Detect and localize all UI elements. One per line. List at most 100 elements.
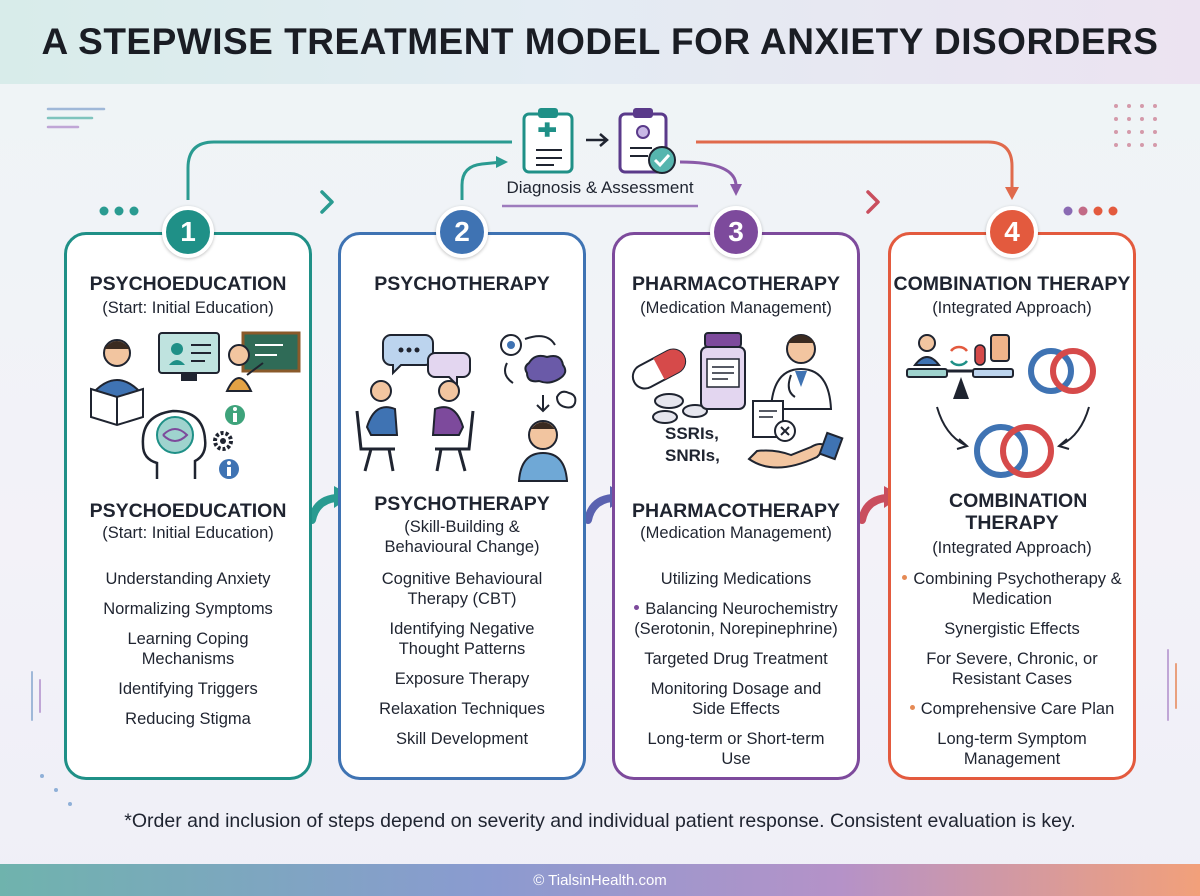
bullet-dot xyxy=(634,605,640,611)
list-item: Exposure Therapy xyxy=(394,670,530,688)
pill-capsule-icon xyxy=(631,348,708,424)
copyright-text: © TialsinHealth.com xyxy=(533,871,667,889)
step-1-section-title: PSYCHOEDUCATION xyxy=(89,500,287,522)
chevron-icon-1 xyxy=(320,190,334,214)
list-item: Targeted Drug Treatment xyxy=(644,650,828,668)
flow-connectors xyxy=(31,104,1177,806)
header-banner: A STEPWISE TREATMENT MODEL FOR ANXIETY D… xyxy=(0,0,1200,84)
list-item-text: Comprehensive Care Plan xyxy=(920,700,1115,718)
interlocking-rings-icon xyxy=(974,348,1096,478)
step-2-section-title: PSYCHOTHERAPY xyxy=(374,493,550,515)
step-1-item-list: Understanding Anxiety Normalizing Sympto… xyxy=(77,569,299,739)
step-4-section-subtitle: (Integrated Approach) xyxy=(932,539,1092,557)
step-3-section-title: PHARMACOTHERAPY xyxy=(631,500,840,522)
step-arrow-2-3 xyxy=(584,494,616,524)
step-4-item-list: Combining Psychotherapy & Medication Syn… xyxy=(901,569,1123,779)
medication-illustration xyxy=(631,332,844,469)
balance-scale-icon xyxy=(906,334,1014,399)
step-1-badge: 1 xyxy=(162,206,214,258)
step-4-badge: 4 xyxy=(986,206,1038,258)
connector-diagnosis-to-step3 xyxy=(679,160,738,187)
cycle-arrows-icon xyxy=(936,406,1090,450)
step-1-section-subtitle: (Start: Initial Education) xyxy=(102,524,274,542)
step-card-1: PSYCHOEDUCATION (Start: Initial Educatio… xyxy=(64,232,312,780)
step-4-header-title: COMBINATION THERAPY xyxy=(893,273,1131,295)
list-item: Balancing Neurochemistry (Serotonin, Nor… xyxy=(625,599,847,639)
step-card-2: PSYCHOTHERAPY xyxy=(338,232,586,780)
list-item: Utilizing Medications xyxy=(660,570,812,588)
teacher-icon xyxy=(225,331,301,392)
list-item: Monitoring Dosage and Side Effects xyxy=(650,680,822,718)
decor-side-lines xyxy=(31,649,1177,806)
thought-cycle-icon xyxy=(500,334,567,384)
list-item: Normalizing Symptoms xyxy=(103,600,273,618)
step-card-4: COMBINATION THERAPY (Integrated Approach… xyxy=(888,232,1136,780)
decor-dots-right xyxy=(1063,206,1118,216)
connector-step2-to-diagnosis xyxy=(460,160,503,200)
speech-bubble-icon xyxy=(382,334,471,388)
list-item: Long-term or Short-term Use xyxy=(647,730,825,768)
list-item: Identifying Triggers xyxy=(118,680,258,698)
pill-bottle-icon xyxy=(700,332,746,410)
step-arrow-1-2 xyxy=(308,494,340,524)
step-arrow-3-4 xyxy=(858,494,890,524)
list-item: Combining Psychotherapy & Medication xyxy=(901,569,1123,609)
list-item: Relaxation Techniques xyxy=(379,700,545,718)
connector-diagnosis-to-step4 xyxy=(696,140,1014,190)
list-item: Reducing Stigma xyxy=(125,710,251,728)
list-item: For Severe, Chronic, or Resistant Cases xyxy=(926,650,1098,688)
step-2-item-list: Cognitive Behavioural Therapy (CBT) Iden… xyxy=(351,569,573,759)
step-2-badge: 2 xyxy=(436,206,488,258)
step-3-section-subtitle: (Medication Management) xyxy=(640,524,832,542)
list-item: Skill Development xyxy=(395,730,529,748)
gear-icon xyxy=(213,431,233,451)
step-4-header-subtitle: (Integrated Approach) xyxy=(932,299,1092,317)
page-title: A STEPWISE TREATMENT MODEL FOR ANXIETY D… xyxy=(41,21,1159,62)
therapy-illustration xyxy=(355,334,577,482)
connector-step1-to-diagnosis xyxy=(186,140,512,200)
brain-head-icon xyxy=(141,409,207,479)
list-item: Long-term Symptom Management xyxy=(937,730,1087,768)
education-illustration xyxy=(90,331,301,479)
doctor-icon xyxy=(769,334,833,410)
step-1-header-title: PSYCHOEDUCATION xyxy=(89,273,287,295)
chevron-icon-2 xyxy=(866,190,880,214)
step-card-3: PHARMACOTHERAPY (Medication Management) xyxy=(612,232,860,780)
hand-prescription-icon xyxy=(747,400,844,469)
list-item: Understanding Anxiety xyxy=(105,570,271,588)
list-item: Comprehensive Care Plan xyxy=(901,699,1123,719)
step-3-badge: 3 xyxy=(710,206,762,258)
clipboard-icon xyxy=(522,108,574,174)
checked-clipboard-icon xyxy=(618,108,676,174)
reader-icon xyxy=(90,339,144,427)
step-4-section-title: COMBINATION THERAPY xyxy=(949,490,1088,534)
step-2-section-subtitle: (Skill-Building & Behavioural Change) xyxy=(384,518,540,556)
stressed-person-icon xyxy=(517,390,577,482)
list-item-text: Balancing Neurochemistry (Serotonin, Nor… xyxy=(634,600,838,638)
bullet-dot xyxy=(909,705,915,711)
list-item-text: Combining Psychotherapy & Medication xyxy=(913,570,1122,608)
diagnosis-label: Diagnosis & Assessment xyxy=(506,178,694,197)
list-item: Synergistic Effects xyxy=(944,620,1080,638)
decor-dot-grid xyxy=(1114,104,1157,147)
combination-illustration xyxy=(906,334,1096,478)
step-3-header-subtitle: (Medication Management) xyxy=(640,299,832,317)
drug-line-ssri: SSRIs, xyxy=(665,424,719,443)
bullet-dot xyxy=(902,575,908,581)
step-2-header-title: PSYCHOTHERAPY xyxy=(374,273,550,295)
footer-bar: © TialsinHealth.com xyxy=(0,864,1200,896)
list-item: Learning Coping Mechanisms xyxy=(127,630,249,668)
decor-lines xyxy=(46,107,106,129)
drug-line-snri: SNRIs, xyxy=(665,446,720,465)
step-3-item-list: Utilizing Medications Balancing Neuroche… xyxy=(625,569,847,779)
list-item: Identifying Negative Thought Patterns xyxy=(389,620,535,658)
step-1-header-subtitle: (Start: Initial Education) xyxy=(102,299,274,317)
therapist-and-patient-icon xyxy=(355,380,475,472)
step-3-header-title: PHARMACOTHERAPY xyxy=(631,273,840,295)
arrow-right-icon xyxy=(586,133,609,147)
info-icon xyxy=(219,405,245,479)
decor-dots-left xyxy=(99,206,139,216)
footnote: *Order and inclusion of steps depend on … xyxy=(124,810,1076,832)
list-item: Cognitive Behavioural Therapy (CBT) xyxy=(381,570,543,608)
monitor-icon xyxy=(158,332,220,381)
